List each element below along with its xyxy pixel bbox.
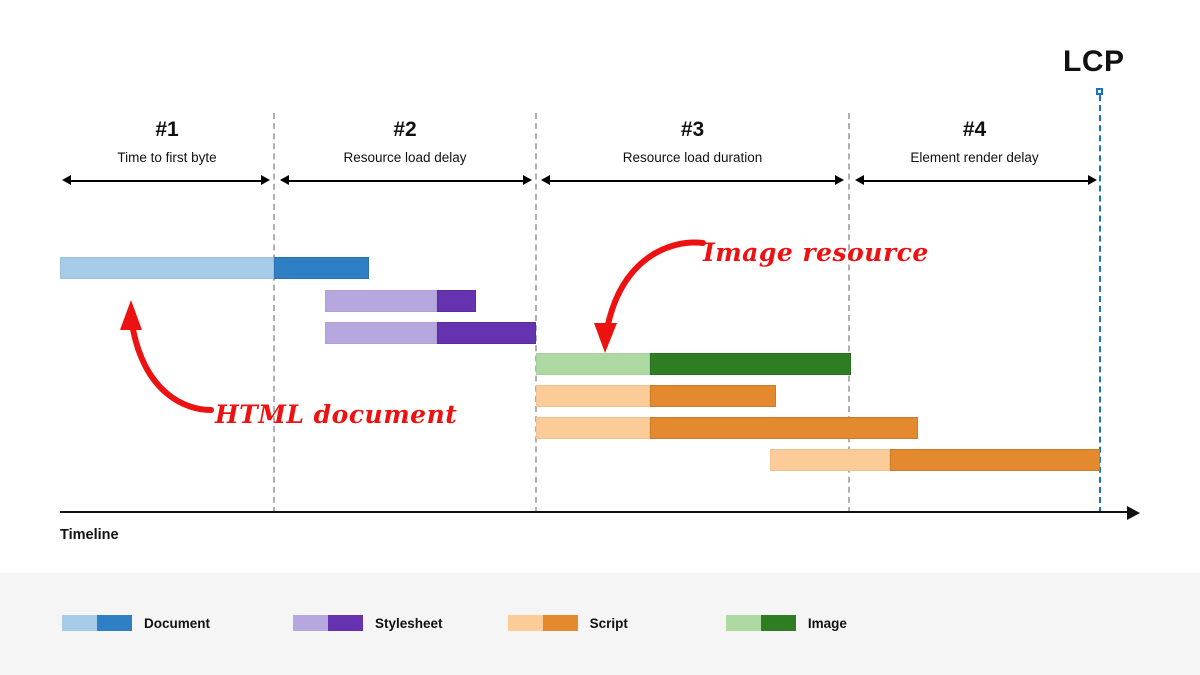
lcp-marker-square [1096,88,1103,95]
html-document-annotation-text: HTML document [215,400,458,429]
script-bar-3-wait-segment [770,449,890,471]
phase-name-1: Time to first byte [117,150,217,166]
arrow-shaft [860,180,1092,182]
legend-item-stylesheet[interactable]: Stylesheet [293,615,443,631]
script-bar-2[interactable] [536,417,918,439]
document-bar-transfer-segment [274,257,369,279]
script-bar-1-wait-segment [536,385,650,407]
legend-swatch-image-icon [725,615,796,631]
arrow-head-right-icon [261,175,270,185]
stylesheet-bar-2[interactable] [325,322,536,344]
timeline-axis-arrow-icon [1127,506,1140,520]
arrow-shaft [67,180,265,182]
legend-item-document[interactable]: Document [62,615,210,631]
legend-footer: Document Stylesheet Script [0,573,1200,675]
arrow-shaft [285,180,527,182]
legend-swatch-light [62,615,97,631]
phase-name-3: Resource load duration [622,150,763,166]
legend-swatch-stylesheet-icon [293,615,364,631]
legend-row: Document Stylesheet Script [62,615,847,631]
phase-measure-arrow-2 [280,175,532,186]
legend-swatch-dark [542,615,578,631]
legend-label-stylesheet: Stylesheet [375,615,443,631]
image-bar-transfer-segment [650,353,851,375]
arrow-head-right-icon [523,175,532,185]
legend-swatch-light [507,615,543,631]
legend-swatch-dark [760,615,796,631]
image-bar-wait-segment [536,353,650,375]
phase-number-3: #3 [680,118,705,141]
phase-measure-arrow-4 [855,175,1097,186]
script-bar-1[interactable] [536,385,776,407]
legend-label-script: Script [589,615,628,631]
legend-swatch-dark [97,615,132,631]
legend-swatch-light [725,615,761,631]
legend-swatch-light [293,615,329,631]
phase-divider-2 [535,113,537,513]
diagram-canvas: LCP #1 Time to first byte #2 Resource lo… [60,45,1140,543]
timeline-axis-label: Timeline [60,527,119,543]
legend-item-image[interactable]: Image [725,615,847,631]
legend-label-document: Document [144,615,211,631]
phase-header-4: #4 Element render delay [849,118,1100,166]
script-bar-3[interactable] [770,449,1100,471]
phase-divider-1 [273,113,275,513]
stylesheet-bar-1-transfer-segment [437,290,476,312]
arrow-shaft [546,180,839,182]
image-resource-annotation-arrow-icon [594,239,706,353]
stylesheet-bar-1-wait-segment [325,290,437,312]
script-bar-3-transfer-segment [890,449,1100,471]
phase-header-2: #2 Resource load delay [274,118,536,166]
phase-header-3: #3 Resource load duration [536,118,849,166]
image-bar[interactable] [536,353,851,375]
phase-measure-arrow-1 [62,175,270,186]
legend-item-script[interactable]: Script [507,615,628,631]
arrow-head-left-icon [855,175,864,185]
arrow-head-left-icon [541,175,550,185]
phase-number-2: #2 [393,118,417,141]
script-bar-2-wait-segment [536,417,650,439]
arrow-head-left-icon [62,175,71,185]
lcp-dashed-line [1099,95,1101,513]
phase-divider-3 [848,113,850,513]
phase-name-2: Resource load delay [343,150,467,166]
phase-measure-arrow-3 [541,175,844,186]
arrow-head-right-icon [1088,175,1097,185]
legend-swatch-script-icon [507,615,578,631]
script-bar-1-transfer-segment [650,385,776,407]
stylesheet-bar-1[interactable] [325,290,476,312]
script-bar-2-transfer-segment [650,417,918,439]
phase-header-1: #1 Time to first byte [60,118,274,166]
lcp-label: LCP [1063,45,1125,78]
phase-name-4: Element render delay [910,150,1039,166]
legend-label-image: Image [807,615,847,631]
arrow-head-left-icon [280,175,289,185]
timeline-axis-line [60,511,1128,513]
phase-number-4: #4 [962,118,987,141]
image-resource-annotation-text: Image resource [703,238,929,267]
stylesheet-bar-2-transfer-segment [437,322,536,344]
stylesheet-bar-2-wait-segment [325,322,437,344]
legend-swatch-dark [328,615,364,631]
document-bar-wait-segment [60,257,274,279]
document-bar[interactable] [60,257,369,279]
phase-number-1: #1 [155,118,179,141]
html-document-annotation-arrow-icon [120,300,214,413]
legend-swatch-document-icon [62,615,132,631]
arrow-head-right-icon [835,175,844,185]
